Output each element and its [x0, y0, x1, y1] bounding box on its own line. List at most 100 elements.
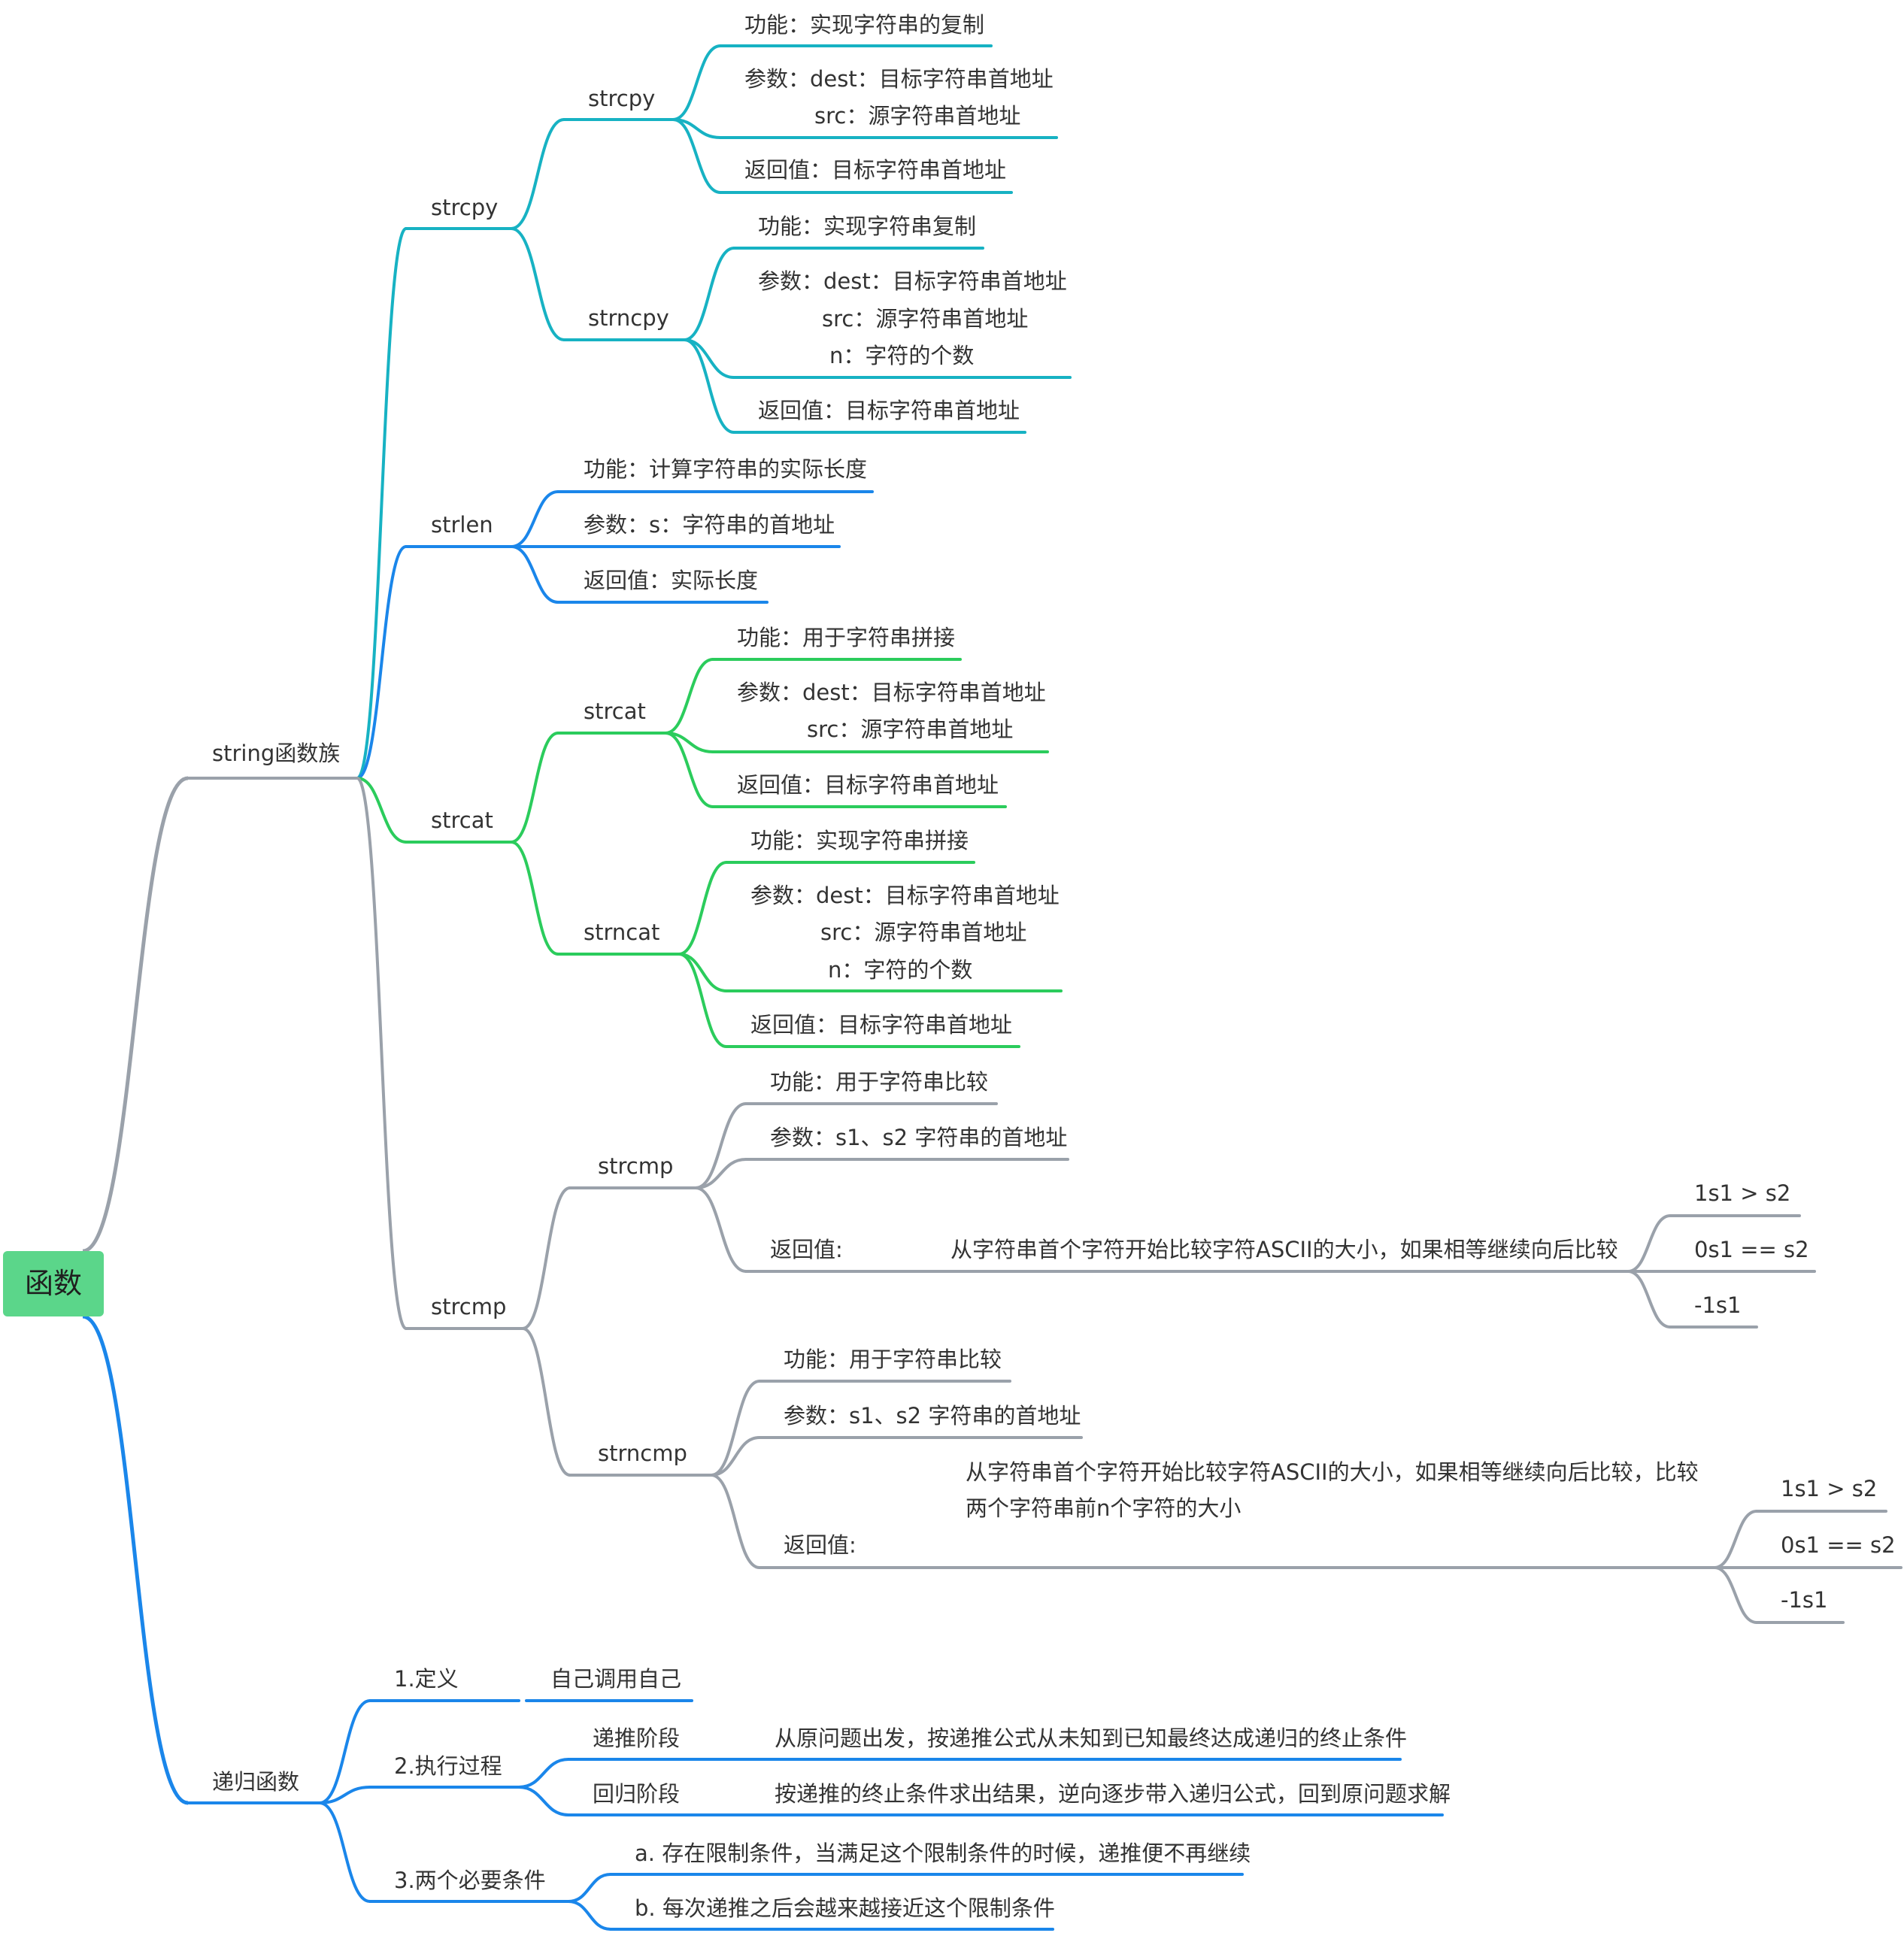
- branch-connector: [678, 861, 727, 956]
- node-definition: 1.定义: [394, 1666, 459, 1692]
- branch-connector: [1627, 1270, 1671, 1329]
- branch-connector: [518, 1758, 569, 1789]
- branch-connector: [511, 490, 559, 548]
- node-strncmp-func: 功能：用于字符串比较: [784, 1347, 1002, 1372]
- branch-connector: [711, 1380, 760, 1477]
- branch-connector: [82, 1314, 189, 1805]
- node-strlen: strlen: [431, 512, 493, 538]
- node-layer: 函数 string函数族 strcpy strlen strcat strcmp strcp…: [3, 12, 1896, 1921]
- branch-connector: [511, 841, 559, 956]
- node-strncpy-func: 功能：实现字符串复制: [758, 214, 976, 239]
- node-strncmp-result: 1s1 > s2: [1781, 1476, 1877, 1501]
- branch-connector: [568, 1873, 611, 1903]
- root-node[interactable]: [3, 1251, 104, 1316]
- node-strcpy-group: strcpy: [431, 195, 498, 220]
- branch-connector: [319, 1801, 371, 1903]
- node-strcat-param: 参数：dest：目标字符串首地址: [737, 680, 1046, 705]
- branch-connector: [665, 658, 714, 735]
- branch-connector: [1714, 1566, 1757, 1624]
- node-strcmp-group: strcmp: [431, 1294, 506, 1319]
- branch-connector: [568, 1900, 611, 1931]
- node-strncat-param-src: src：源字符串首地址: [820, 920, 1026, 945]
- branch-connector: [522, 1186, 571, 1330]
- branch-connector: [518, 1786, 569, 1816]
- branch-connector: [684, 338, 735, 434]
- node-strcmp-result: 1s1 > s2: [1694, 1180, 1790, 1206]
- node-backward-value: 按递推的终止条件求出结果，逆向逐步带入递归公式，回到原问题求解: [775, 1781, 1451, 1807]
- node-strlen-ret: 返回值：实际长度: [584, 568, 758, 593]
- branch-connector: [695, 1186, 747, 1273]
- branch-connector: [511, 732, 559, 844]
- node-strcmp-param: 参数：s1、s2 字符串的首地址: [770, 1125, 1067, 1150]
- node-strncat-func: 功能：实现字符串拼接: [750, 828, 969, 853]
- root-node-label: 函数: [25, 1267, 82, 1300]
- branch-connector: [711, 1436, 760, 1477]
- node-strcmp-ret-desc: 从字符串首个字符开始比较字符ASCII的大小，如果相等继续向后比较: [950, 1237, 1618, 1262]
- node-condition-a: a. 存在限制条件，当满足这个限制条件的时候，递推便不再继续: [635, 1841, 1251, 1866]
- node-strncpy-param-n: n：字符的个数: [829, 343, 974, 368]
- branch-connector: [665, 732, 714, 808]
- node-strncmp-result: -1s1: [1781, 1587, 1827, 1613]
- branch-connector: [684, 247, 735, 341]
- node-strcmp-ret: 返回值:: [770, 1237, 843, 1262]
- node-strcat: strcat: [584, 698, 646, 724]
- node-strcmp-result: -1s1: [1694, 1292, 1741, 1318]
- node-forward-value: 从原问题出发，按递推公式从未知到已知最终达成递归的终止条件: [775, 1725, 1407, 1751]
- node-condition-b: b. 每次递推之后会越来越接近这个限制条件: [635, 1895, 1055, 1921]
- branch-connector: [356, 777, 408, 1330]
- node-strncmp: strncmp: [598, 1441, 687, 1466]
- node-strcat-param-src: src：源字符串首地址: [807, 717, 1013, 742]
- node-strcpy: strcpy: [588, 86, 655, 111]
- node-strcpy-param-src: src：源字符串首地址: [814, 103, 1020, 129]
- node-recursion: 递归函数: [212, 1769, 299, 1795]
- node-strncmp-ret: 返回值:: [784, 1532, 856, 1558]
- branch-connector: [672, 44, 721, 121]
- node-conditions: 3.两个必要条件: [394, 1868, 546, 1893]
- node-strncmp-param: 参数：s1、s2 字符串的首地址: [784, 1403, 1081, 1429]
- node-strncmp-ret-desc-2: 两个字符串前n个字符的大小: [966, 1495, 1241, 1521]
- node-strncat-param: 参数：dest：目标字符串首地址: [750, 883, 1060, 908]
- node-strcpy-func: 功能：实现字符串的复制: [744, 12, 984, 38]
- node-forward: 递推阶段: [593, 1725, 680, 1751]
- node-strncat-ret: 返回值：目标字符串首地址: [750, 1012, 1012, 1038]
- node-strncpy: strncpy: [588, 305, 669, 331]
- node-strncmp-ret-desc: 从字符串首个字符开始比较字符ASCII的大小，如果相等继续向后比较，比较: [966, 1459, 1699, 1485]
- node-strncat-param-n: n：字符的个数: [828, 957, 972, 983]
- branch-connector: [678, 953, 727, 1048]
- node-string-group: string函数族: [212, 741, 340, 766]
- branch-connector: [511, 545, 559, 604]
- branch-connector: [82, 776, 189, 1253]
- branch-connector: [711, 1474, 760, 1569]
- node-strcpy-ret: 返回值：目标字符串首地址: [744, 157, 1006, 183]
- node-strcpy-param: 参数：dest：目标字符串首地址: [744, 66, 1054, 92]
- node-definition-value: 自己调用自己: [550, 1666, 681, 1692]
- node-strncpy-param-src: src：源字符串首地址: [822, 306, 1028, 332]
- node-strcat-group: strcat: [431, 807, 493, 833]
- node-strlen-param: 参数：s：字符串的首地址: [584, 512, 835, 538]
- node-strcmp-func: 功能：用于字符串比较: [770, 1069, 988, 1095]
- branch-connector: [356, 545, 407, 780]
- branch-connector: [684, 338, 735, 379]
- node-strncpy-param: 参数：dest：目标字符串首地址: [758, 268, 1067, 294]
- branch-connector: [522, 1327, 571, 1477]
- branch-connector: [356, 227, 408, 780]
- node-strncmp-result: 0s1 == s2: [1781, 1532, 1896, 1558]
- branch-connector: [511, 227, 565, 341]
- node-strlen-func: 功能：计算字符串的实际长度: [584, 456, 867, 482]
- node-strcmp-result: 0s1 == s2: [1694, 1237, 1809, 1262]
- branch-connector: [319, 1699, 371, 1804]
- node-strcmp: strcmp: [598, 1153, 673, 1179]
- node-strncat: strncat: [584, 920, 659, 945]
- branch-connector: [319, 1786, 371, 1804]
- node-process: 2.执行过程: [394, 1753, 502, 1779]
- node-strcat-ret: 返回值：目标字符串首地址: [737, 772, 999, 798]
- branch-connector: [695, 1158, 747, 1189]
- node-backward: 回归阶段: [593, 1781, 680, 1807]
- branch-connector: [356, 777, 407, 844]
- branch-connector: [1714, 1510, 1757, 1569]
- branch-connector: [1627, 1214, 1671, 1273]
- connector-layer: [82, 44, 1902, 1931]
- branch-connector: [695, 1102, 747, 1189]
- branch-connector: [511, 118, 565, 230]
